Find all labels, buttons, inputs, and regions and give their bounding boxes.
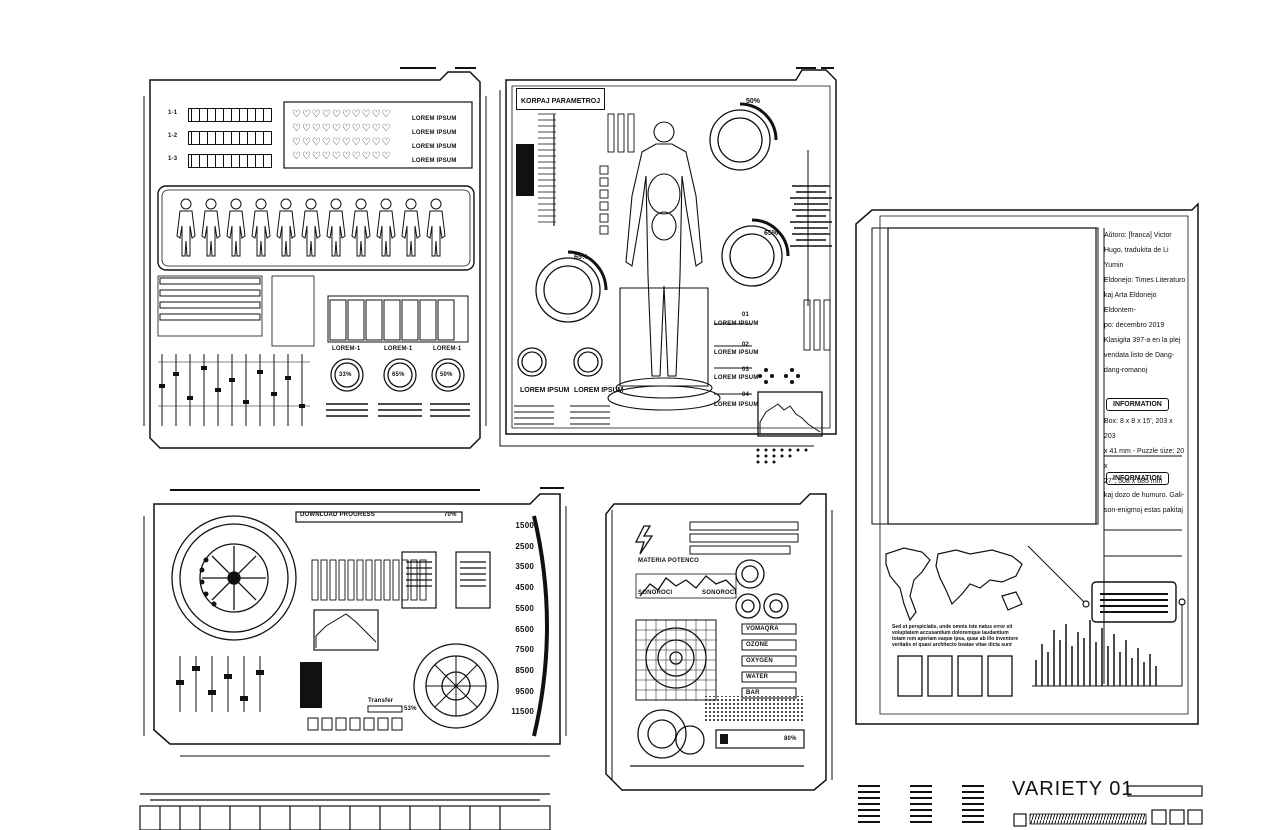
credit-line-7: vendata listo de Dang- xyxy=(1104,352,1175,359)
segment-bar-1 xyxy=(188,108,272,122)
credit-line-2: Hugo, tradukita de Li Yumin xyxy=(1104,247,1169,269)
lorem-label-2: LOREM IPSUM xyxy=(412,130,457,136)
gauge-b1-value: 50% xyxy=(746,98,761,105)
panel-a-frame xyxy=(143,67,487,449)
num-02-label: LOREM IPSUM xyxy=(714,350,759,356)
scale-7500: 7500 xyxy=(515,645,534,655)
list-item-1: VOMAQRA xyxy=(746,626,779,632)
num-03-label: LOREM IPSUM xyxy=(714,375,759,381)
row-label-3: 1-3 xyxy=(168,156,178,162)
bottom-strip: VARIETY 01 xyxy=(0,778,1280,830)
info-text-2: kaj dozo de humuro. Gali- son-enigmoj es… xyxy=(1104,488,1186,518)
info-header-1: INFORMATION xyxy=(1106,393,1169,411)
list-item-5: BAR xyxy=(746,690,760,696)
panel-c: DOWNLOAD PROGRESS 70% 1500 2500 3500 450… xyxy=(140,486,570,766)
bottom-strip-art xyxy=(139,785,1203,830)
info-header-2-label: INFORMATION xyxy=(1106,472,1169,485)
num-02: 02 xyxy=(742,342,750,348)
map-line-4: veritatis et quasi architecto beatae vit… xyxy=(892,642,1012,648)
panel-b-title-box: KORPAJ PARAMETROJ xyxy=(516,88,606,110)
credit-line-8: dang-romanoj xyxy=(1104,367,1148,374)
panel-d: MATERIA POTENCO SONOROCI SONOROCI VOMAQR… xyxy=(600,490,836,802)
credits-text: Aŭtoro: [franca] Victor Hugo, tradukita … xyxy=(1104,228,1186,378)
scale-3500: 3500 xyxy=(515,562,534,572)
gauge-3-value: 50% xyxy=(440,372,453,378)
row-label-2: 1-2 xyxy=(168,133,178,139)
panel-b-title: KORPAJ PARAMETROJ xyxy=(521,98,601,105)
lorem-label-1: LOREM IPSUM xyxy=(412,116,457,122)
heart-grid: ♡♡♡♡♡♡♡♡♡♡♡♡♡♡♡♡♡♡♡♡♡♡♡♡♡♡♡♡♡♡♡♡♡♡♡♡♡♡♡♡ xyxy=(292,109,392,162)
info1-line-1: Box: 8 x 8 x 15', 203 x 203 xyxy=(1104,418,1173,440)
credit-line-3: Eldonejo: Times Literaturo xyxy=(1104,277,1186,284)
num-04-label: LOREM IPSUM xyxy=(714,402,759,408)
scale-4500: 4500 xyxy=(515,583,534,593)
gauge-2-value: 65% xyxy=(392,372,405,378)
download-pct: 70% xyxy=(444,512,457,518)
scale-11500: 11500 xyxy=(511,707,534,717)
lorem-label-4: LOREM IPSUM xyxy=(412,158,457,164)
list-item-2: OZONE xyxy=(746,642,769,648)
scale-1500: 1500 xyxy=(515,521,534,530)
scale-8500: 8500 xyxy=(515,665,534,675)
map-line-1: Sed ut perspiciatis, unde omnis iste nat… xyxy=(892,624,1013,630)
bottom-label-1: LOREM-1 xyxy=(332,346,361,352)
panel-b: KORPAJ PARAMETROJ 50% 65% 65% 01 LOREM I… xyxy=(496,66,846,466)
lorem-label-3: LOREM IPSUM xyxy=(412,144,457,150)
organ-label-1: LOREM IPSUM xyxy=(520,387,570,394)
panel-e-frame xyxy=(855,202,1199,725)
download-label: DOWNLOAD PROGRESS xyxy=(300,512,376,518)
scale-labels: 1500 2500 3500 4500 5500 6500 7500 8500 … xyxy=(504,516,534,723)
info-header-2: INFORMATION xyxy=(1106,467,1169,485)
segment-bar-2 xyxy=(188,131,272,145)
organ-label-2: LOREM IPSUM xyxy=(574,387,624,394)
credit-line-4: kaj Arta Eldonejo Eldontem- xyxy=(1104,292,1157,314)
info2-line-2: son-enigmoj estas pakitaj xyxy=(1104,507,1183,514)
panel-d-frame xyxy=(605,493,833,791)
bottom-label-3: LOREM-1 xyxy=(433,346,462,352)
scale-2500: 2500 xyxy=(515,541,534,551)
panel-d-pct: 80% xyxy=(784,736,797,742)
scale-6500: 6500 xyxy=(515,624,534,634)
transfer-label: Transfer xyxy=(368,698,394,704)
transfer-pct: 53% xyxy=(404,706,417,712)
bottom-label-2: LOREM-1 xyxy=(384,346,413,352)
panel-a: 1-1 1-2 1-3 ♡♡♡♡♡♡♡♡♡♡♡♡♡♡♡♡♡♡♡♡♡♡♡♡♡♡♡♡… xyxy=(140,66,490,454)
info-text-1: Box: 8 x 8 x 15', 203 x 203 x 41 mm - Pu… xyxy=(1104,414,1186,489)
credit-line-6: Klasigita 397-a en la plej xyxy=(1104,337,1181,344)
credit-line-5: po: decembro 2019 xyxy=(1104,322,1165,329)
info1-line-2: x 41 mm - Puzzle size: 20 x xyxy=(1104,448,1185,470)
list-item-3: OXYGEN xyxy=(746,658,773,664)
right-sub-label: SONOROCI xyxy=(702,590,737,596)
info2-line-1: kaj dozo de humuro. Gali- xyxy=(1104,492,1185,499)
credit-line-1: Aŭtoro: [franca] Victor xyxy=(1104,232,1172,239)
map-text: Sed ut perspiciatis, unde omnis iste nat… xyxy=(892,624,1022,648)
scale-5500: 5500 xyxy=(515,603,534,613)
num-04: 04 xyxy=(742,392,750,398)
num-01-label: LOREM IPSUM xyxy=(714,321,759,327)
gauge-b2-value: 65% xyxy=(764,230,779,237)
body-figures xyxy=(158,198,470,426)
panel-b-frame xyxy=(499,67,837,464)
variety-title: VARIETY 01 xyxy=(1012,778,1134,801)
info1-line-3: 27", 508 x 685 mm xyxy=(1104,478,1163,485)
list-item-4: WATER xyxy=(746,674,769,680)
left-sub-label: SONOROCI xyxy=(638,590,673,596)
num-03: 03 xyxy=(742,367,750,373)
row-label-1: 1-1 xyxy=(168,110,178,116)
scale-9500: 9500 xyxy=(515,686,534,696)
map-line-2: voluptatem accusantium doloremque laudan… xyxy=(892,630,1009,636)
panel-e: Aŭtoro: [franca] Victor Hugo, tradukita … xyxy=(852,200,1206,730)
segment-bar-3 xyxy=(188,154,272,168)
gauge-1-value: 33% xyxy=(339,372,352,378)
gauge-b3-value: 65% xyxy=(574,254,589,261)
info-header-1-label: INFORMATION xyxy=(1106,398,1169,411)
num-01: 01 xyxy=(742,312,750,318)
variety-label: VARIETY 01 xyxy=(1012,778,1134,800)
power-label: MATERIA POTENCO xyxy=(638,558,699,564)
panel-c-frame xyxy=(143,487,567,757)
map-line-3: totam rem aperiam eaque ipsa, quae ab il… xyxy=(892,636,1019,642)
